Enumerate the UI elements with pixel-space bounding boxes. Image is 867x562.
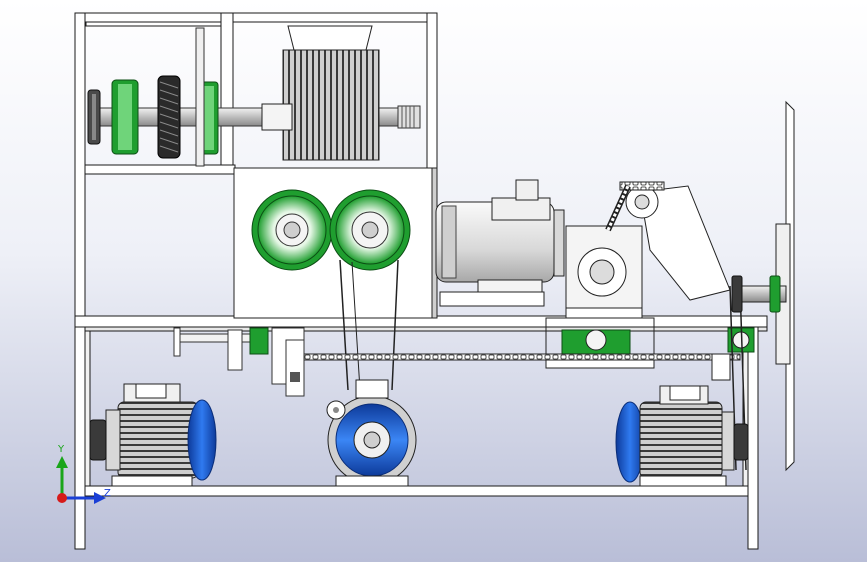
bottom-motor-left[interactable] [89,383,217,487]
crusher-rotor[interactable] [261,49,380,161]
axis-z-label: Z [104,488,111,499]
lower-bracket [173,327,305,397]
axis-y-label: Y [57,444,65,455]
bottom-motor-right[interactable] [615,385,749,487]
worm-reducer[interactable] [565,225,643,319]
cutting-disc[interactable] [731,100,795,472]
bottom-motor-center[interactable] [326,379,417,487]
gearbox-housing[interactable] [233,167,438,391]
hopper[interactable] [287,25,373,51]
axis-triad: Y Z [56,444,111,504]
main-motor[interactable] [435,179,565,307]
